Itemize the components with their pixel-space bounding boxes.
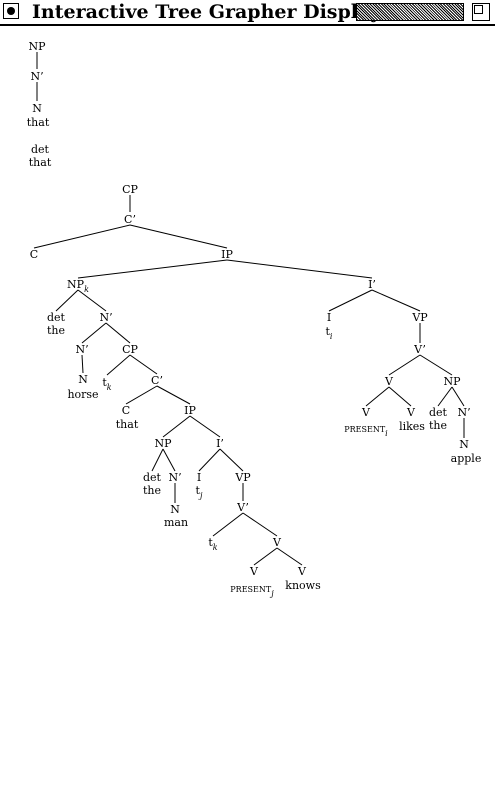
tree-edge xyxy=(212,512,244,537)
tree-node-the3[interactable]: the xyxy=(429,419,447,432)
tree-edge xyxy=(77,289,107,312)
tree-node-np-k[interactable]: NPk xyxy=(67,278,89,294)
tree-edge xyxy=(162,448,176,472)
tree-node-det2[interactable]: det xyxy=(143,471,162,484)
tree-node-v2a[interactable]: V xyxy=(249,565,259,578)
tree-edge xyxy=(33,224,131,249)
tree-edge xyxy=(129,224,228,249)
tree-node-vbar1[interactable]: V’ xyxy=(413,343,426,356)
tree-node-i2[interactable]: I xyxy=(197,471,201,484)
tree-edge xyxy=(106,354,131,376)
tree-node-that2[interactable]: that xyxy=(116,418,139,431)
tree-node-ip2[interactable]: IP xyxy=(184,404,196,417)
tree-node-ibar2[interactable]: I’ xyxy=(216,437,224,450)
tree-node-n3[interactable]: N xyxy=(459,438,469,451)
tree-node-det1[interactable]: det xyxy=(47,311,66,324)
tree-node-vbar2[interactable]: V’ xyxy=(236,501,249,514)
tree-node-the1[interactable]: the xyxy=(47,324,65,337)
tree-edge xyxy=(151,448,164,472)
tree-node-v1b[interactable]: V xyxy=(406,406,416,419)
zoom-inner xyxy=(474,5,483,14)
tree-edge xyxy=(276,547,303,566)
tree-node-ti[interactable]: ti xyxy=(326,325,333,341)
tree-edge xyxy=(219,448,244,472)
zoom-box-icon[interactable] xyxy=(472,3,490,21)
tree-node-b-det[interactable]: det xyxy=(31,143,50,156)
tree-node-the2[interactable]: the xyxy=(143,484,161,497)
tree-node-v2b[interactable]: V xyxy=(297,565,307,578)
tree-node-a-that[interactable]: that xyxy=(27,116,50,129)
tree-node-a-n[interactable]: N xyxy=(32,102,42,115)
tree-node-ibar[interactable]: I’ xyxy=(368,278,376,291)
tree-edge xyxy=(371,289,421,312)
tree-edge xyxy=(77,259,228,279)
tree-edge xyxy=(451,386,465,407)
tree-node-vp1[interactable]: VP xyxy=(411,311,428,324)
tree-node-nbar4[interactable]: N’ xyxy=(457,406,470,419)
tree-node-knows[interactable]: knows xyxy=(285,579,321,592)
tree-edge xyxy=(437,386,453,407)
tree-node-a-np[interactable]: NP xyxy=(28,40,46,53)
tree-edge xyxy=(81,354,84,374)
tree-node-cbar[interactable]: C’ xyxy=(124,213,136,226)
tree-edge xyxy=(81,322,107,344)
tree-node-tk1[interactable]: tk xyxy=(102,376,111,392)
tree-node-c2[interactable]: C xyxy=(122,404,130,417)
tree-edge xyxy=(328,289,373,312)
tree-edge xyxy=(198,448,221,472)
tree-node-det3[interactable]: det xyxy=(429,406,448,419)
tree-edge xyxy=(365,386,390,407)
tree-node-a-nbar[interactable]: N’ xyxy=(30,70,43,83)
tree-node-likes[interactable]: likes xyxy=(399,420,425,433)
tree-edge xyxy=(125,385,158,405)
tree-node-c[interactable]: C xyxy=(30,248,38,261)
window-titlebar[interactable]: Interactive Tree Grapher Display xyxy=(0,0,495,24)
tree-edge xyxy=(242,512,278,537)
tree-node-n1[interactable]: N xyxy=(78,373,88,386)
tree-node-v1a[interactable]: V xyxy=(361,406,371,419)
tree-edge xyxy=(105,322,131,344)
tree-edge xyxy=(55,289,79,312)
tree-node-np3[interactable]: NP xyxy=(443,375,461,388)
close-box-icon[interactable] xyxy=(3,3,19,19)
tree-node-v1[interactable]: V xyxy=(384,375,394,388)
tree-edge xyxy=(129,354,158,375)
tree-node-man[interactable]: man xyxy=(164,516,188,529)
tree-node-v2[interactable]: V xyxy=(272,536,282,549)
tree-edge xyxy=(419,354,453,376)
tree-node-tj[interactable]: tj xyxy=(196,484,203,500)
tree-node-np2[interactable]: NP xyxy=(154,437,172,450)
tree-node-ip[interactable]: IP xyxy=(221,248,233,261)
close-dot xyxy=(7,7,15,15)
tree-node-tk2[interactable]: tk xyxy=(208,536,217,552)
tree-edge xyxy=(189,415,221,438)
tree-node-present-i[interactable]: PRESENTi xyxy=(344,425,388,438)
tree-edge xyxy=(162,415,191,438)
tree-edge xyxy=(253,547,278,566)
tree-node-n2[interactable]: N xyxy=(170,503,180,516)
tree-node-horse[interactable]: horse xyxy=(67,388,98,401)
tree-node-present-j[interactable]: PRESENTj xyxy=(230,585,274,598)
titlebar-stripes xyxy=(356,3,464,21)
tree-node-i1[interactable]: I xyxy=(327,311,331,324)
tree-node-cp[interactable]: CP xyxy=(122,183,138,196)
window-title: Interactive Tree Grapher Display xyxy=(32,1,382,23)
tree-edge xyxy=(388,354,421,376)
tree-edge xyxy=(388,386,412,407)
tree-node-cbar2[interactable]: C’ xyxy=(151,374,163,387)
tree-node-nbar1[interactable]: N’ xyxy=(99,311,112,324)
tree-node-b-that[interactable]: that xyxy=(29,156,52,169)
tree-node-nbar2[interactable]: N’ xyxy=(75,343,88,356)
tree-node-nbar3[interactable]: N’ xyxy=(168,471,181,484)
tree-node-apple[interactable]: apple xyxy=(451,452,482,465)
tree-edge xyxy=(226,259,373,279)
tree-node-vp2[interactable]: VP xyxy=(234,471,251,484)
titlebar-divider xyxy=(0,24,495,26)
tree-node-cp2[interactable]: CP xyxy=(122,343,138,356)
tree-edge xyxy=(156,385,191,405)
